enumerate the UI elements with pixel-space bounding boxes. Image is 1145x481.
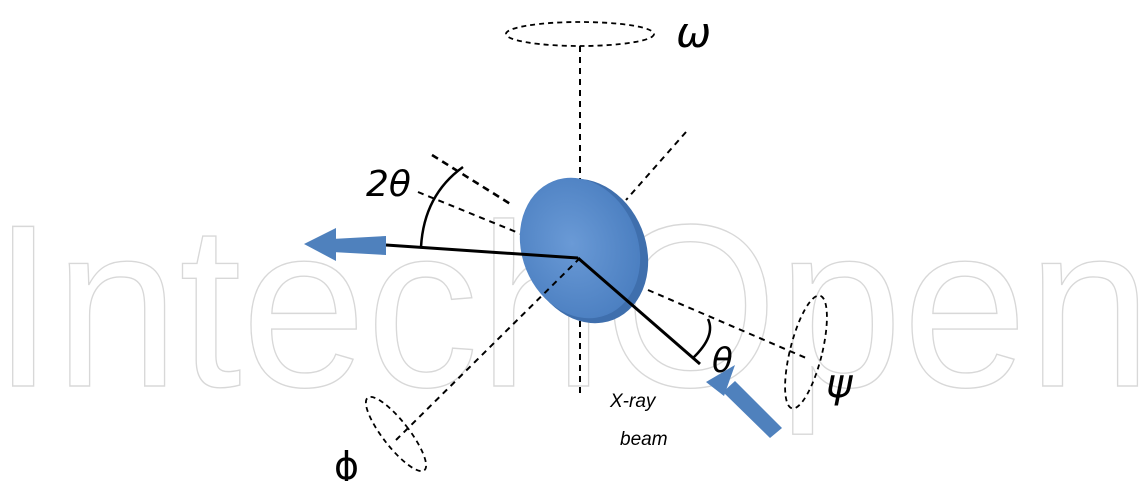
diffracted-beam-arrow — [304, 228, 386, 261]
phi-rotation-ring — [364, 395, 428, 473]
psi-axis — [647, 289, 807, 359]
omega-rotation-ring — [505, 21, 655, 47]
theta-arc — [692, 318, 712, 359]
sample-normal-line — [625, 131, 687, 201]
phi-label: ϕ — [334, 444, 359, 481]
diffracted-beam-line — [385, 243, 579, 260]
sample-disk — [519, 177, 649, 324]
theta-label: θ — [712, 341, 733, 381]
xray-beam-label-line1: X-ray — [609, 391, 657, 412]
psi-rotation-ring — [784, 294, 828, 410]
psi-label: ψ — [826, 361, 854, 407]
incident-beam-arrow — [706, 365, 782, 438]
xray-beam-label-line2: beam — [620, 429, 668, 450]
two-theta-label: 2θ — [366, 164, 411, 205]
two-theta-arc — [419, 165, 464, 248]
sample-surface-line-upper — [431, 153, 513, 207]
incident-beam-line — [577, 256, 701, 366]
omega-label: ω — [676, 8, 711, 57]
